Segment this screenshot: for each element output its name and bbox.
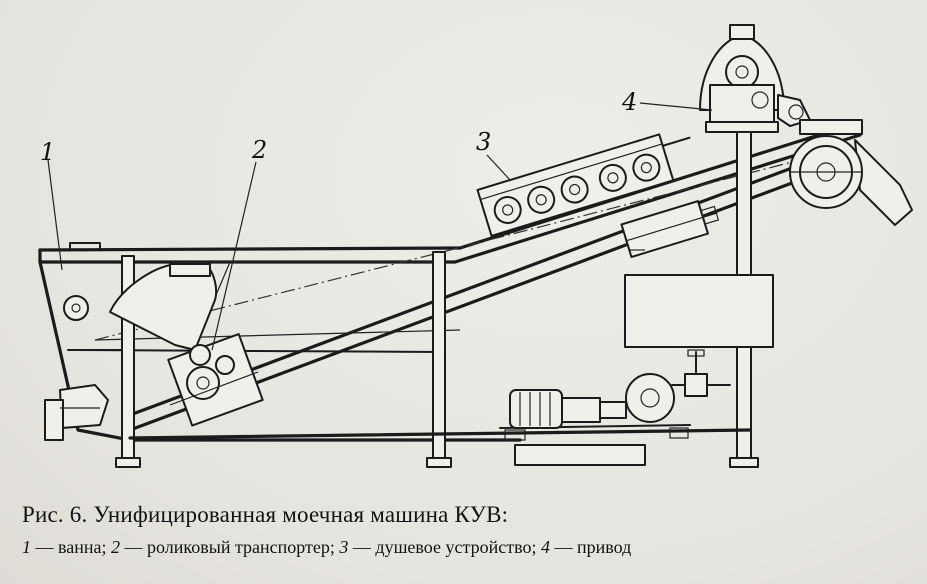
legend-text: роликовый транспортер;	[147, 537, 335, 557]
legend-separator: —	[120, 537, 148, 557]
drive-unit	[699, 24, 811, 133]
legend-item-2: 2 — роликовый транспортер;	[111, 537, 335, 557]
motor-pump-unit	[509, 349, 731, 429]
figure-legend: 1 — ванна; 2 — роликовый транспортер; 3 …	[22, 537, 631, 558]
head-drum	[789, 119, 913, 226]
legend-separator: —	[31, 537, 58, 557]
callout-2: 2	[251, 136, 267, 164]
callout-3: 3	[476, 128, 491, 156]
legend-item-4: 4 — привод	[541, 537, 631, 557]
figure-caption-title: Рис. 6. Унифицированная моечная машина К…	[22, 502, 509, 527]
control-box	[624, 274, 774, 348]
tank-outlet	[44, 295, 109, 441]
legend-text: ванна;	[58, 537, 107, 557]
legend-separator: —	[549, 537, 577, 557]
legend-separator: —	[348, 537, 376, 557]
roller-conveyor-drive	[167, 333, 264, 427]
legend-number: 4	[540, 537, 550, 557]
legend-text: душевое устройство;	[375, 537, 537, 557]
callout-4: 4	[621, 88, 637, 116]
legend-item-1: 1 — ванна;	[22, 537, 107, 557]
leader-lines	[47, 102, 713, 351]
callout-1: 1	[40, 138, 55, 166]
shower-device	[476, 133, 691, 237]
washing-machine-drawing: 1 2 3 4	[38, 24, 913, 468]
tension-unit	[620, 200, 720, 258]
legend-number: 1	[22, 537, 31, 557]
legend-item-3: 3 — душевое устройство;	[339, 537, 536, 557]
loading-hopper	[109, 263, 218, 351]
tank-outline	[38, 242, 522, 442]
legend-number: 3	[339, 537, 349, 557]
legend-number: 2	[111, 537, 121, 557]
legend-text: привод	[576, 537, 632, 557]
